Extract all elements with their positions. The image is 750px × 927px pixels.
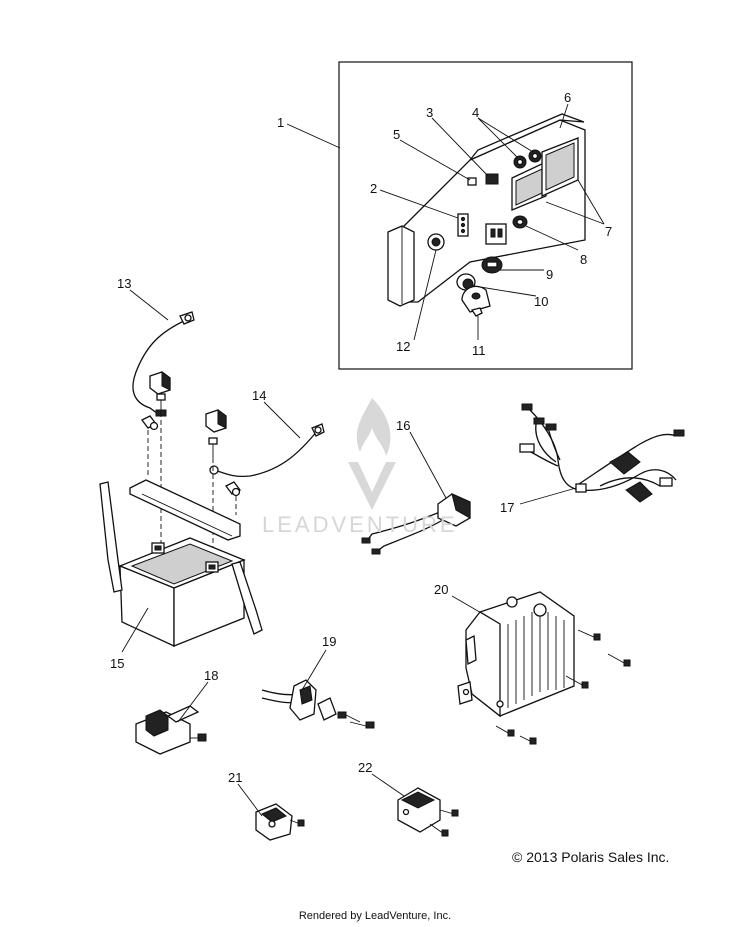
callout-16: 16 — [396, 418, 410, 433]
callout-6: 6 — [564, 90, 571, 105]
fuse-holder — [512, 215, 528, 229]
terminal-boot-right — [205, 409, 227, 433]
voltage-regulator — [457, 591, 575, 718]
regulator-screws — [495, 629, 631, 745]
terminal-boot-left — [149, 371, 171, 395]
gauge-displays — [511, 137, 579, 211]
ignition-key — [461, 285, 491, 317]
callout-11: 11 — [472, 343, 486, 358]
callout-18: 18 — [204, 668, 218, 683]
callout-22: 22 — [358, 760, 372, 775]
dash-panel — [387, 113, 586, 307]
callout-8: 8 — [580, 252, 587, 267]
callout-19: 19 — [322, 634, 336, 649]
callout-10: 10 — [534, 294, 548, 309]
indicator-lamps — [513, 149, 542, 169]
callout-14: 14 — [252, 388, 266, 403]
callout-5: 5 — [393, 127, 400, 142]
callout-7: 7 — [605, 224, 612, 239]
battery-cable-positive — [209, 423, 325, 478]
rocker-switch — [485, 173, 499, 185]
control-module — [397, 787, 459, 837]
panel-plug — [467, 177, 477, 186]
battery-hold-down — [129, 479, 241, 541]
mounting-bracket — [135, 705, 207, 755]
watermark: LEADVENTURE — [262, 512, 458, 537]
terminal-strip — [457, 213, 469, 237]
relay — [361, 493, 471, 555]
callout-20: 20 — [434, 582, 448, 597]
callout-21: 21 — [228, 770, 242, 785]
rotary-switch — [481, 256, 503, 274]
callout-2: 2 — [370, 181, 377, 196]
footer-credit: Rendered by LeadVenture, Inc. — [298, 910, 452, 922]
callout-3: 3 — [426, 105, 433, 120]
hold-down-strap-right — [231, 561, 263, 635]
inset-frame — [338, 61, 633, 370]
hold-down-strap-left — [99, 481, 123, 593]
copyright-notice: © 2013 Polaris Sales Inc. — [512, 849, 670, 865]
heat-sink-fins — [507, 608, 565, 708]
wire-harness — [519, 403, 685, 503]
rectifier — [255, 803, 305, 841]
power-outlet — [485, 223, 507, 245]
key-switch — [427, 233, 445, 251]
callout-15: 15 — [110, 656, 124, 671]
callout-1: 1 — [277, 115, 284, 130]
callout-4: 4 — [472, 105, 479, 120]
terminal-bolts — [141, 393, 241, 497]
callout-12: 12 — [396, 339, 410, 354]
battery — [118, 537, 246, 648]
sensor-clip — [261, 679, 375, 729]
watermark-logo — [348, 398, 396, 510]
callout-13: 13 — [117, 276, 131, 291]
callout-9: 9 — [546, 267, 553, 282]
callout-17: 17 — [500, 500, 514, 515]
